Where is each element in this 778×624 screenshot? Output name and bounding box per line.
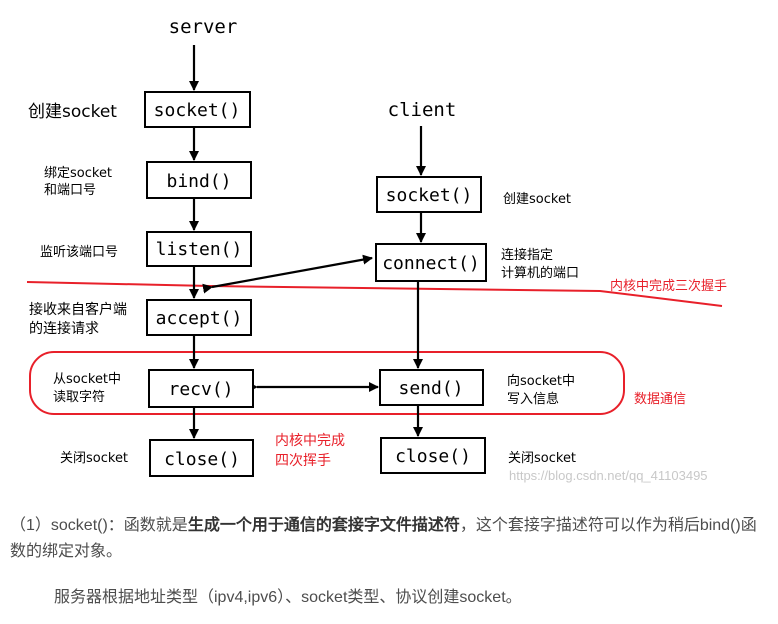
paragraph-2-text: 服务器根据地址类型（ipv4,ipv6）、socket类型、协议创建socket… <box>54 589 522 606</box>
handshake-label: 内核中完成三次握手 <box>610 278 727 294</box>
client-close-box <box>380 437 486 474</box>
server-accept-box <box>146 299 252 336</box>
note-bind-line-2: 和端口号 <box>44 183 96 198</box>
data-communication-label: 数据通信 <box>634 392 686 407</box>
four-wave-label-line-1: 内核中完成 <box>275 433 345 449</box>
client-send-fn: send() <box>398 378 463 399</box>
paragraph-1-bold: 生成一个用于通信的套接字文件描述符 <box>187 517 460 534</box>
note-accept-line-1: 接收来自客户端 <box>29 301 127 318</box>
server-socket-fn: socket() <box>154 100 241 121</box>
arrow-connect-accept-handshake <box>202 254 373 294</box>
server-close-fn: close() <box>164 449 240 470</box>
server-listen-fn: listen() <box>156 239 243 260</box>
server-listen-box <box>146 231 252 267</box>
client-socket-fn: socket() <box>386 185 473 206</box>
client-close-fn: close() <box>395 446 471 467</box>
note-accept-line-2: 的连接请求 <box>29 320 99 337</box>
server-bind-fn: bind() <box>166 171 231 192</box>
four-wave-label-line-2: 四次挥手 <box>275 453 331 469</box>
note-client-create-socket: 创建socket <box>503 192 571 207</box>
note-server-close: 关闭socket <box>60 451 128 466</box>
handshake-divider-line <box>26 281 723 307</box>
watermark: https://blog.csdn.net/qq_41103495 <box>509 468 708 483</box>
paragraph-server-create-socket: 服务器根据地址类型（ipv4,ipv6）、socket类型、协议创建socket… <box>54 585 754 611</box>
client-connect-box <box>375 243 487 282</box>
server-close-box <box>149 439 254 477</box>
note-recv-line-1: 从socket中 <box>53 372 121 387</box>
server-accept-fn: accept() <box>156 308 243 329</box>
client-connect-fn: connect() <box>382 253 480 274</box>
socket-flow-diagram: server client socket() bind() listen() a… <box>26 16 727 483</box>
paragraph-socket-description: （1）socket()：函数就是生成一个用于通信的套接字文件描述符，这个套接字描… <box>10 513 770 565</box>
server-title: server <box>169 16 238 38</box>
server-recv-fn: recv() <box>168 379 233 400</box>
server-socket-box <box>144 91 251 128</box>
paragraph-1-tail: ，这个套接字描述符可以作为稍后bind()函数的绑定对象。 <box>10 517 757 560</box>
client-socket-box <box>376 176 482 213</box>
note-connect-line-1: 连接指定 <box>501 247 553 263</box>
server-bind-box <box>146 161 252 199</box>
note-bind-line-1: 绑定socket <box>44 166 112 181</box>
server-recv-box <box>148 369 254 408</box>
note-server-create-socket: 创建socket <box>28 102 117 122</box>
note-send-line-2: 写入信息 <box>507 391 559 407</box>
data-communication-frame <box>29 351 625 415</box>
paragraph-1-lead: （1）socket()：函数就是 <box>10 517 188 534</box>
client-send-box <box>379 369 484 406</box>
client-title: client <box>388 99 457 121</box>
note-listen: 监听该端口号 <box>40 245 118 260</box>
note-connect-line-2: 计算机的端口 <box>501 265 579 281</box>
note-send-line-1: 向socket中 <box>507 373 575 389</box>
note-client-close: 关闭socket <box>508 451 576 466</box>
note-recv-line-2: 读取字符 <box>53 389 105 405</box>
